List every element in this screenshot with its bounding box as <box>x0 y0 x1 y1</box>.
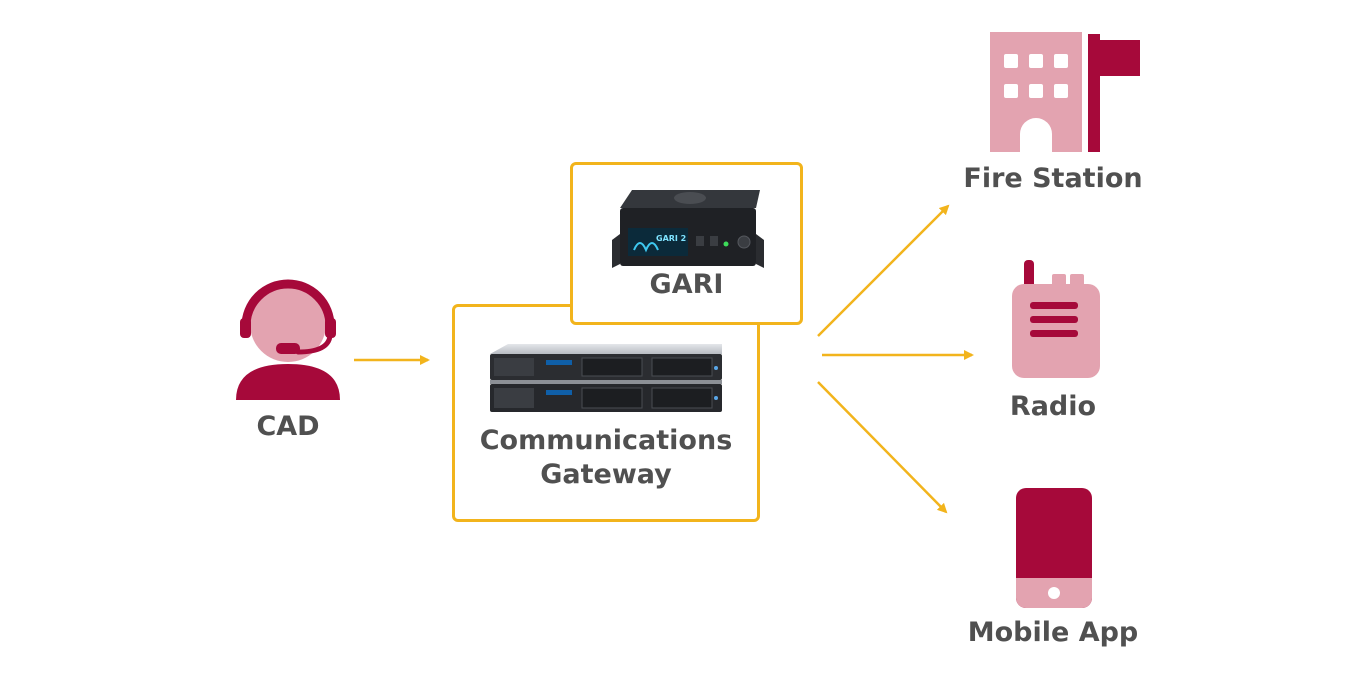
arrow-gateway-to-mobile-app <box>817 381 948 514</box>
rack-server-icon <box>490 344 722 412</box>
fire-station-building-icon <box>990 32 1140 152</box>
headset-operator-icon <box>236 279 340 400</box>
gari-screen-text: GARI 2 <box>656 234 686 243</box>
radio-label: Radio <box>1009 391 1097 422</box>
communications-gateway-label: Communications Gateway <box>452 424 760 492</box>
mobile-app-label: Mobile App <box>967 617 1139 648</box>
communications-gateway-label-line1: Communications <box>479 425 733 456</box>
handheld-radio-icon <box>1012 260 1100 378</box>
gari-device-icon: GARI 2 <box>612 190 764 268</box>
mobile-phone-icon <box>1016 488 1092 608</box>
communications-gateway-label-line2: Gateway <box>540 458 672 490</box>
fire-station-label: Fire Station <box>963 163 1143 194</box>
cad-label: CAD <box>256 411 320 442</box>
arrow-gateway-to-fire-station <box>817 204 950 337</box>
gari-label: GARI <box>649 269 724 300</box>
